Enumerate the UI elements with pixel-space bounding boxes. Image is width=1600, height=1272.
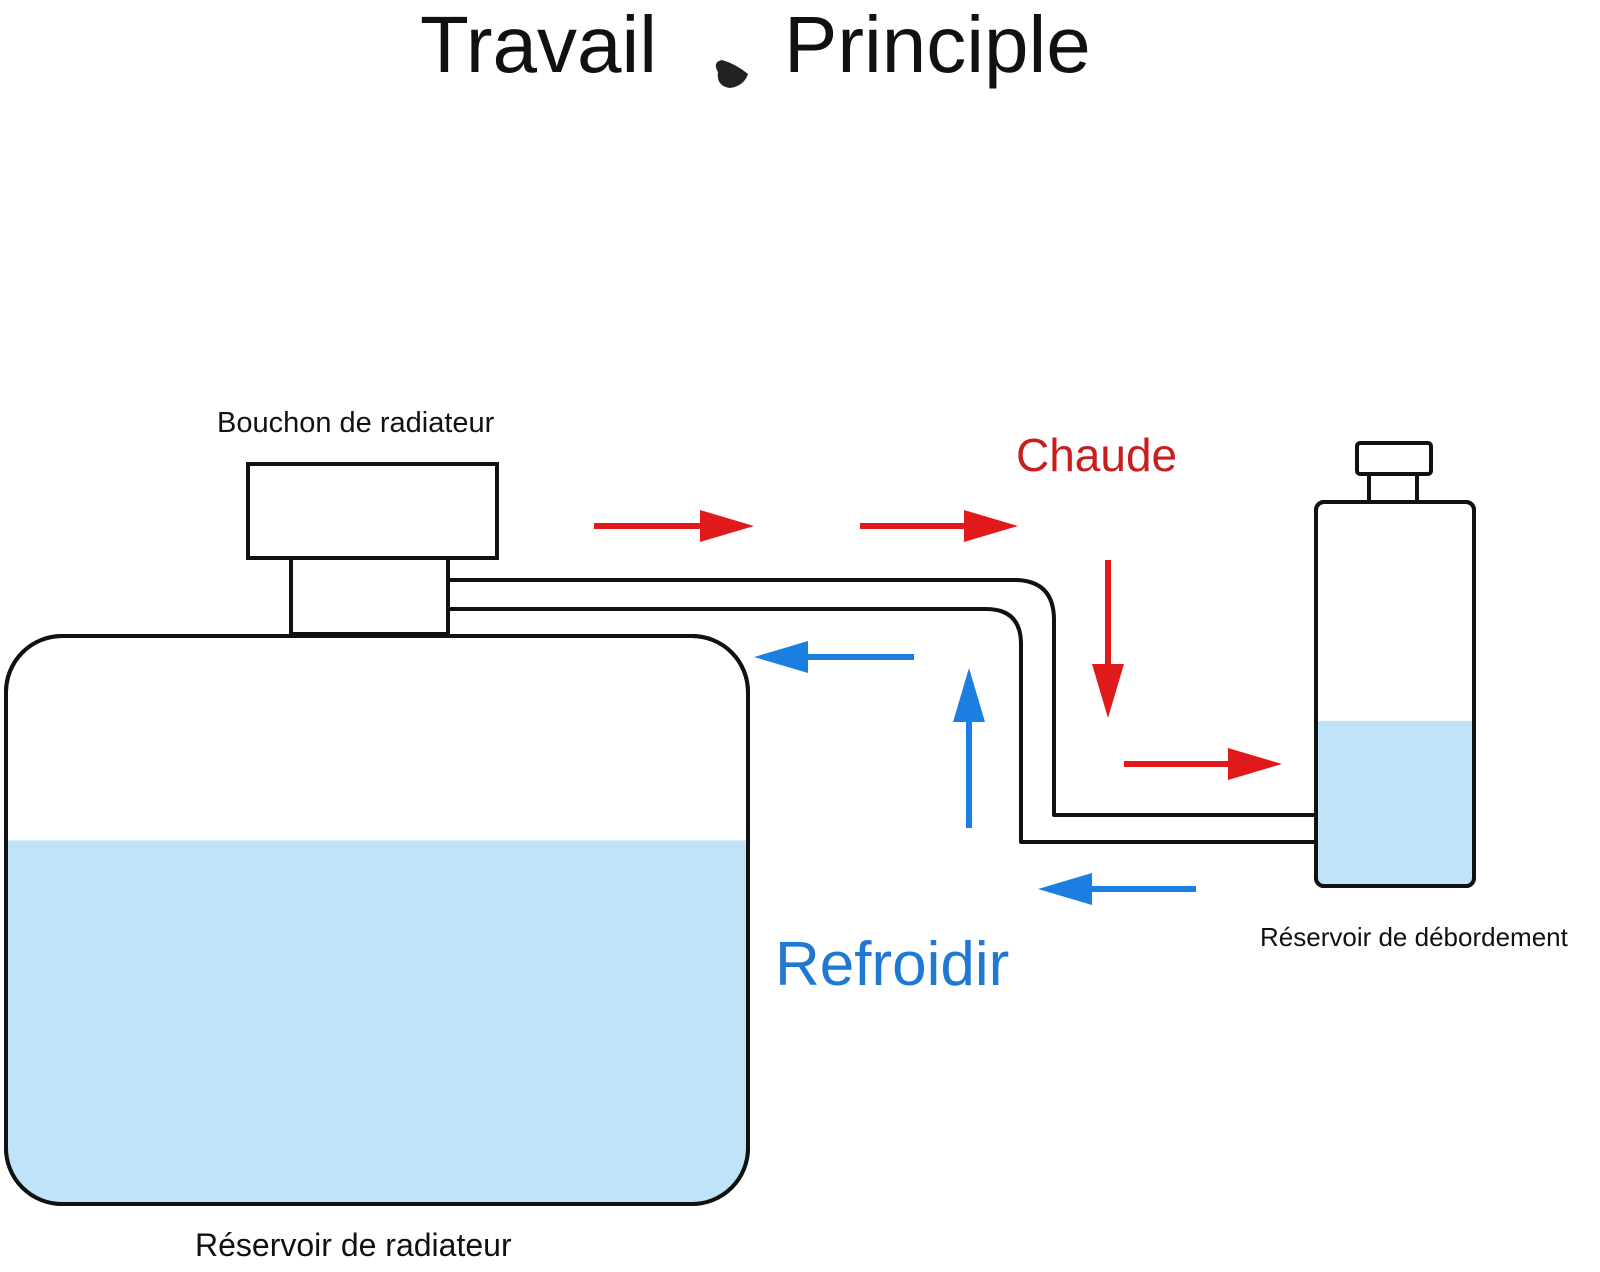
title-left-word: Travail xyxy=(420,0,657,89)
hot-flow-label: Chaude xyxy=(1016,429,1177,481)
overflow-reservoir xyxy=(1314,441,1476,888)
radiator-tank xyxy=(4,634,750,1206)
hot-arrow-down-icon xyxy=(1092,560,1124,718)
radiator-cap-neck xyxy=(289,554,450,636)
cold-arrow-up-icon xyxy=(953,668,985,828)
overflow-reservoir-label: Réservoir de débordement xyxy=(1260,922,1569,952)
overflow-reservoir-cap xyxy=(1355,441,1433,476)
hot-arrow-right-2-icon xyxy=(860,510,1018,542)
radiator-cap xyxy=(246,462,499,636)
hot-arrow-right-1-icon xyxy=(594,510,754,542)
radiator-cap-label: Bouchon de radiateur xyxy=(217,407,495,439)
cold-arrow-left-1-icon xyxy=(754,641,914,673)
overflow-reservoir-coolant xyxy=(1316,720,1474,886)
hose-inner-wall xyxy=(448,607,1316,844)
cold-flow-arrows xyxy=(754,641,1196,905)
cold-flow-label: Refroidir xyxy=(775,930,1009,999)
overflow-reservoir-neck xyxy=(1367,471,1419,504)
hot-arrow-right-3-icon xyxy=(1124,748,1282,780)
title-right-word: Principle xyxy=(784,0,1091,89)
radiator-cap-top xyxy=(246,462,499,560)
radiator-tank-coolant xyxy=(6,840,748,1204)
overflow-hose xyxy=(448,578,1316,844)
ink-blot xyxy=(715,60,748,88)
radiator-tank-label: Réservoir de radiateur xyxy=(195,1227,512,1263)
cold-arrow-left-2-icon xyxy=(1038,873,1196,905)
hose-outer-wall xyxy=(448,578,1316,817)
hot-flow-arrows xyxy=(594,510,1282,780)
